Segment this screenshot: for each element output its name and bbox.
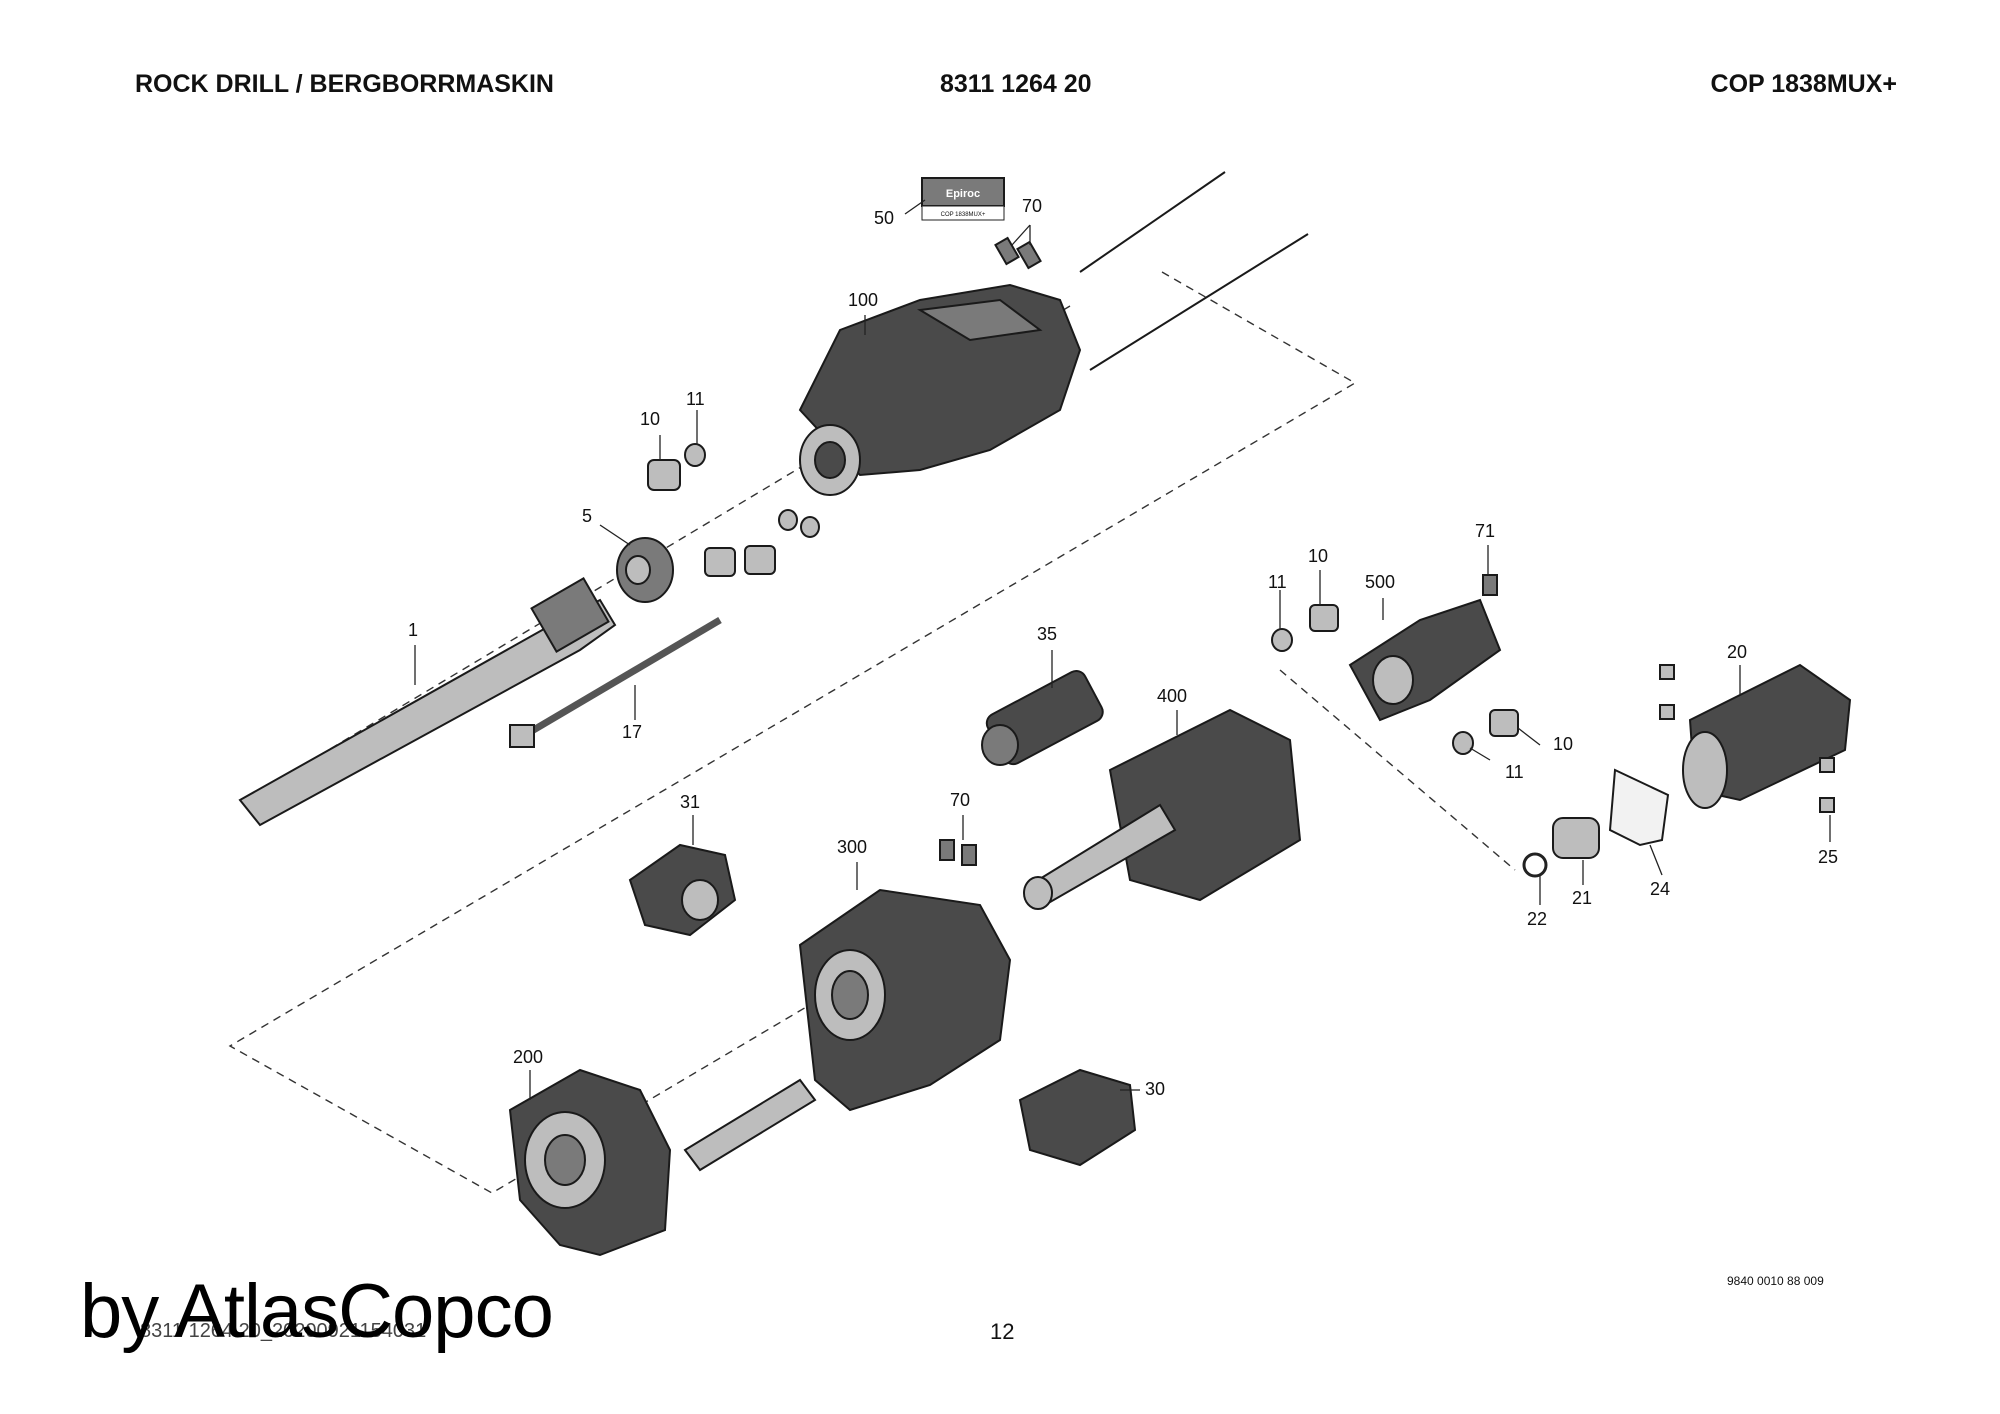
callout-1: 1 — [408, 620, 418, 640]
housing-100 — [798, 283, 1082, 496]
label-plate-brand: Epiroc — [946, 188, 980, 200]
tie-rod-upper — [1079, 171, 1226, 273]
watermark: by AtlasCopco — [80, 1269, 554, 1354]
hydraulic-motor-20 — [1682, 663, 1852, 809]
screw-25-d — [1819, 797, 1835, 813]
callout-11-right-upper: 11 — [1268, 572, 1287, 592]
header-title: ROCK DRILL / BERGBORRMASKIN — [135, 70, 554, 98]
callout-30: 30 — [1145, 1079, 1165, 1099]
callout-11-upper: 11 — [686, 389, 705, 409]
callout-100: 100 — [848, 290, 878, 310]
washer-mid-b — [800, 516, 820, 538]
cover-30 — [1018, 1068, 1137, 1167]
callout-35: 35 — [1037, 624, 1057, 644]
gasket-24 — [1608, 768, 1670, 847]
callout-300: 300 — [837, 837, 867, 857]
callout-10-right-lower: 10 — [1553, 734, 1573, 754]
rear-outline-dashed — [1279, 669, 1516, 871]
drawing-id: 9840 0010 88 009 — [1727, 1274, 1824, 1288]
page-number: 12 — [990, 1319, 1015, 1344]
header-part-number: 8311 1264 20 — [940, 70, 1092, 98]
nut-10-mid-b — [744, 545, 776, 575]
front-head-200 — [508, 1068, 817, 1257]
sleeve-21 — [1552, 817, 1600, 859]
ring-22 — [1522, 852, 1548, 878]
callout-24: 24 — [1650, 879, 1670, 899]
callout-500: 500 — [1365, 572, 1395, 592]
washer-11-right-lower — [1452, 731, 1474, 755]
washer-11-upper — [684, 443, 706, 467]
valve-35 — [981, 669, 1104, 766]
callout-71: 71 — [1475, 521, 1495, 541]
label-plate-model: COP 1838MUX+ — [941, 212, 986, 218]
footer-file-reference: 8311 1264 20_20200921154031 — [140, 1320, 427, 1342]
nut-10-right-upper — [1309, 604, 1339, 632]
nut-10-mid-a — [704, 547, 736, 577]
nipple-71 — [1482, 574, 1498, 596]
callout-10-upper: 10 — [640, 409, 660, 429]
callout-21: 21 — [1572, 888, 1592, 908]
tie-rod-lower — [1089, 233, 1309, 371]
leader-lines — [414, 199, 1831, 1100]
screw-25-a — [1659, 664, 1675, 680]
callout-5: 5 — [582, 506, 592, 526]
gear-housing-400 — [1023, 708, 1302, 910]
cover-31 — [628, 843, 737, 937]
nut-10-upper — [647, 459, 681, 491]
nipples-70-upper — [994, 236, 1042, 270]
callout-70-upper: 70 — [1022, 196, 1042, 216]
rod-17 — [509, 616, 722, 748]
callout-50: 50 — [874, 208, 894, 228]
screw-25-c — [1819, 757, 1835, 773]
screw-25-b — [1659, 704, 1675, 720]
callout-11-right-lower: 11 — [1505, 762, 1524, 782]
label-plate-50: Epiroc COP 1838MUX+ — [921, 177, 1005, 221]
callout-22: 22 — [1527, 909, 1547, 929]
shank-1 — [238, 576, 617, 827]
nut-10-right-lower — [1489, 709, 1519, 737]
washer-mid-a — [778, 509, 798, 531]
cylinder-300 — [798, 888, 1012, 1112]
nipples-70-lower — [939, 839, 977, 866]
washer-11-right-upper — [1271, 628, 1293, 652]
callout-200: 200 — [513, 1047, 543, 1067]
callout-31: 31 — [680, 792, 700, 812]
motor-adaptor-500 — [1348, 598, 1502, 722]
callout-17: 17 — [622, 722, 642, 742]
callout-25: 25 — [1818, 847, 1838, 867]
callout-20: 20 — [1727, 642, 1747, 662]
callout-10-right-upper: 10 — [1308, 546, 1328, 566]
header-model: COP 1838MUX+ — [1710, 70, 1897, 98]
callout-70-lower: 70 — [950, 790, 970, 810]
callout-400: 400 — [1157, 686, 1187, 706]
